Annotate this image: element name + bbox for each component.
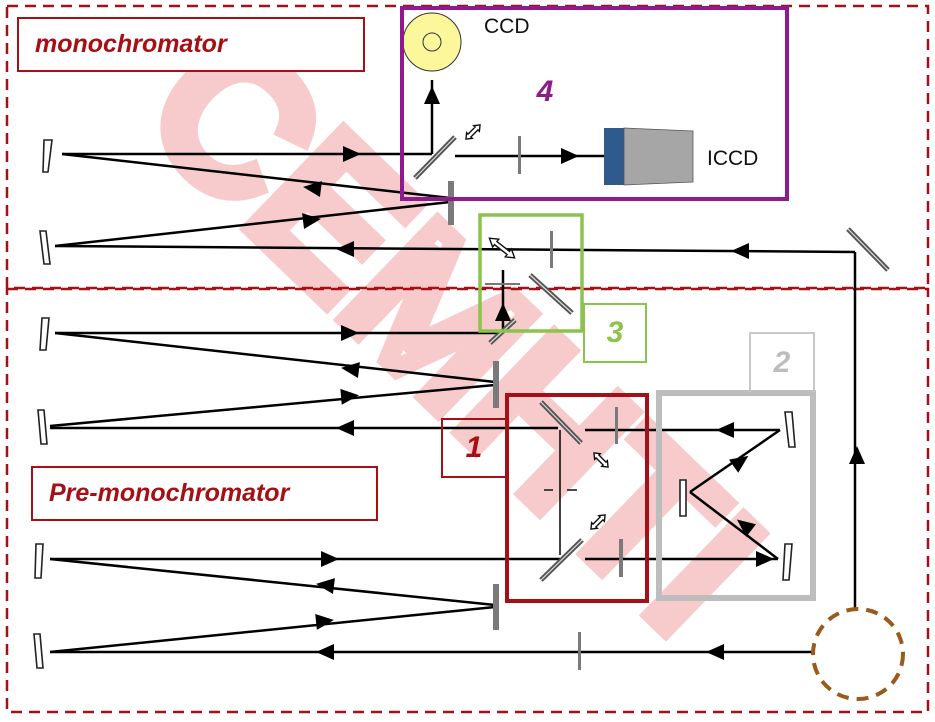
slit	[518, 136, 521, 174]
plane-mirror-highlights	[414, 136, 889, 581]
pre-monochromator-label: Pre-monochromator	[31, 466, 378, 521]
crosshair-marks	[485, 283, 577, 491]
double-arrow-icon	[593, 452, 609, 468]
module-3-box	[478, 213, 584, 333]
slits	[448, 136, 623, 670]
concave-mirror	[37, 409, 48, 445]
module-1-label: 1	[441, 418, 507, 478]
double-arrow-icon	[465, 124, 481, 140]
arrowhead	[495, 303, 511, 321]
arrowhead	[731, 243, 749, 259]
ccd-label: CCD	[484, 15, 530, 38]
concave-mirror	[33, 633, 44, 669]
slit	[550, 231, 553, 268]
module-3-label: 3	[583, 303, 647, 363]
module-2-label: 2	[749, 332, 815, 392]
concave-mirror	[39, 317, 50, 351]
arrowhead	[336, 241, 354, 257]
slit	[493, 584, 499, 630]
arrowhead	[706, 644, 724, 660]
double-arrow-icon	[488, 237, 516, 259]
movable-indicators	[465, 124, 609, 530]
iccd-body-icon	[623, 127, 694, 186]
module-2-box	[656, 390, 816, 601]
slit	[493, 361, 499, 408]
beam-arrows	[302, 86, 865, 660]
module-1-box	[505, 393, 649, 603]
concave-mirror	[679, 479, 687, 517]
monochromator-label: monochromator	[17, 17, 365, 72]
beam-line	[49, 383, 496, 428]
monochromator-label-text: monochromator	[35, 30, 227, 58]
slit	[615, 407, 618, 444]
arrowhead	[340, 388, 359, 405]
arrowhead	[424, 86, 440, 104]
module-1-number: 1	[465, 431, 483, 464]
module-2-number: 2	[773, 346, 791, 379]
arrowhead	[341, 325, 359, 341]
beam-line	[54, 331, 496, 384]
concave-mirror	[782, 543, 793, 581]
concave-mirror	[42, 139, 53, 173]
arrowhead	[336, 420, 354, 436]
watermark: CEMHTI	[102, 0, 810, 682]
module-4-label: 4	[525, 70, 565, 114]
module-4-number: 4	[536, 75, 554, 108]
beam-paths	[49, 80, 857, 654]
double-arrow-icon	[590, 514, 606, 530]
arrowhead	[561, 148, 579, 164]
arrowhead	[756, 551, 774, 567]
arrowhead	[729, 455, 749, 473]
pre-monochromator-section-border	[5, 287, 930, 714]
beam-line	[54, 244, 856, 254]
module-4-box	[400, 6, 789, 201]
arrowhead	[736, 519, 757, 537]
concave-mirrors	[33, 139, 796, 669]
slit	[448, 181, 454, 225]
arrowhead	[716, 422, 734, 438]
arrowhead	[341, 362, 360, 379]
arrowhead	[303, 181, 322, 198]
arrowhead	[315, 613, 334, 630]
iccd-detector	[604, 127, 694, 186]
concave-mirror	[34, 543, 44, 579]
arrowhead	[849, 446, 865, 464]
slit	[619, 539, 623, 577]
pre-monochromator-label-text: Pre-monochromator	[49, 479, 290, 507]
arrowhead	[321, 551, 339, 567]
arrowhead	[316, 644, 334, 660]
iccd-label: ICCD	[707, 147, 759, 170]
beam-line	[689, 491, 779, 560]
concave-mirror	[784, 411, 796, 448]
beam-line	[61, 152, 451, 200]
iccd-front-icon	[604, 128, 624, 185]
arrowhead	[302, 213, 321, 230]
beam-line	[49, 605, 496, 654]
watermark-text: CEMHTI	[112, 0, 800, 672]
beam-line	[49, 557, 496, 607]
arrowhead	[316, 578, 335, 595]
ccd-icon	[402, 12, 462, 72]
beam-line	[54, 200, 451, 248]
arrowhead	[343, 146, 361, 162]
module-3-number: 3	[606, 316, 624, 349]
ccd-detector	[402, 12, 462, 72]
concave-mirror	[39, 230, 51, 265]
slit	[578, 632, 581, 670]
light-source-icon	[811, 607, 905, 701]
